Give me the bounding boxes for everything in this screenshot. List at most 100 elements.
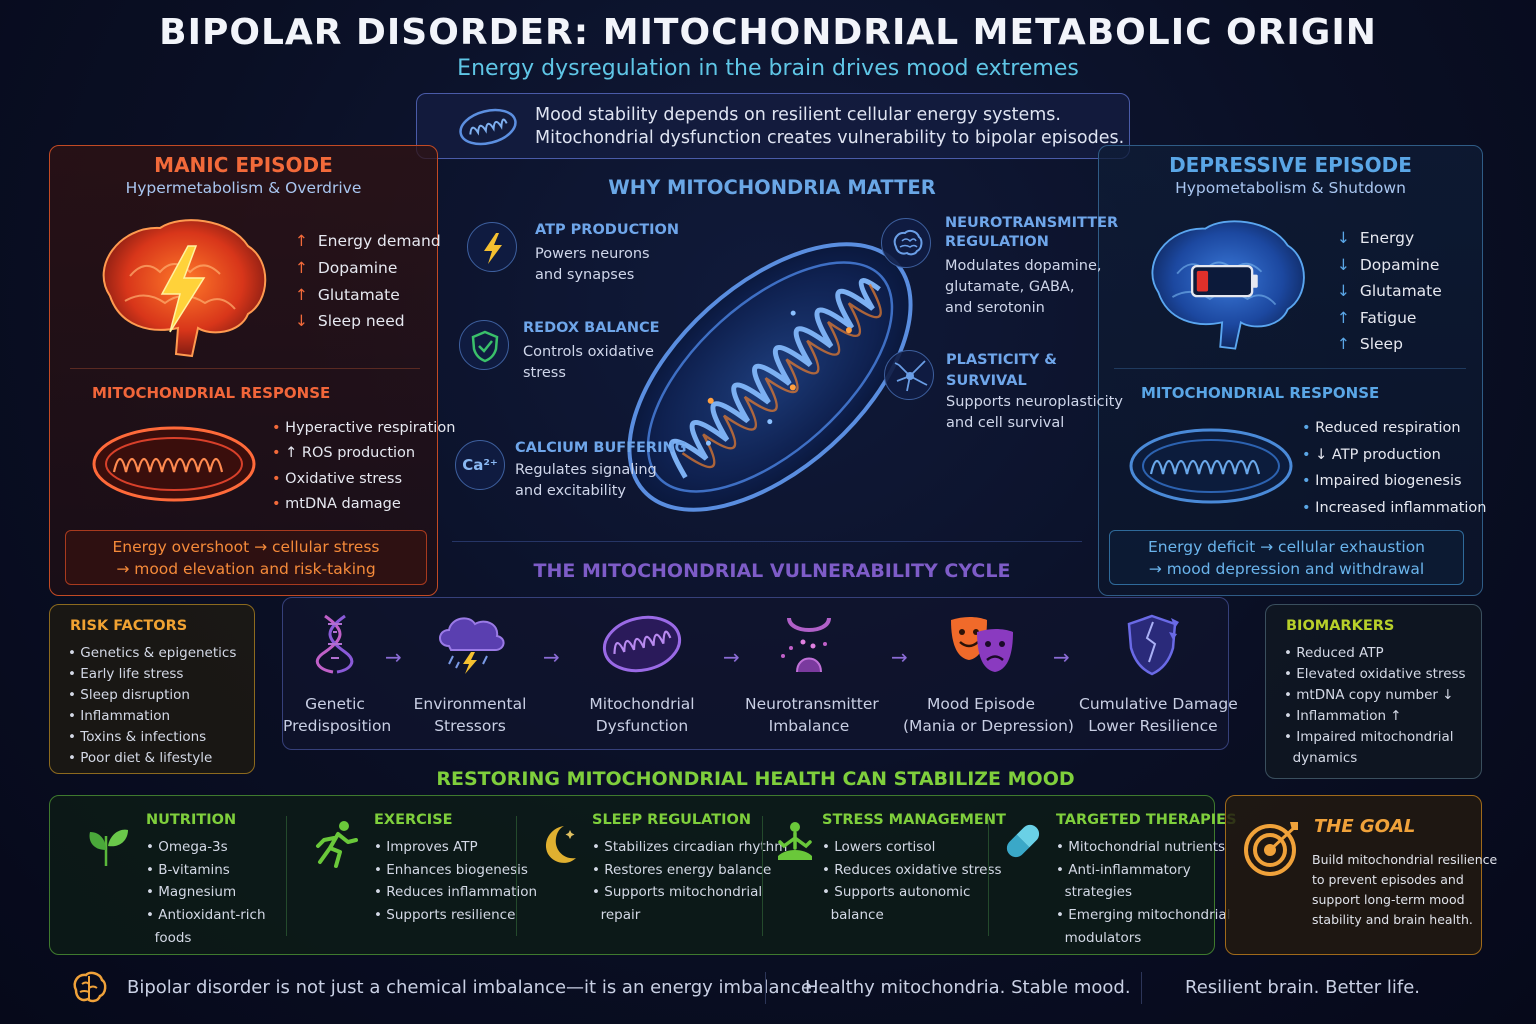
goal-text: Build mitochondrial resilience to preven… [1312,852,1498,927]
list-item: • Inflammation [68,708,171,724]
cycle-arrow: → [543,645,560,669]
depressive-summary: Energy deficit → cellular exhaustion → m… [1109,530,1464,585]
cycle-arrow: → [385,645,402,669]
depressive-divider [1114,368,1466,369]
restore-separator [762,816,763,936]
manic-divider [70,368,420,369]
moon-icon [545,826,576,863]
depressive-marker: ↑ Fatigue [1337,308,1417,327]
storm-cloud-icon [439,617,505,674]
list-item: • Restores energy balance [592,861,772,878]
manic-summary: Energy overshoot → cellular stress → moo… [65,530,427,585]
risk-factors-panel: RISK FACTORS • Genetics & epigenetics • … [49,604,255,774]
footer-separator [1141,972,1142,1004]
intro-line-1: Mood stability depends on resilient cell… [535,105,1061,125]
runner-icon [316,821,358,868]
list-item: • Inflammation ↑ [1284,708,1402,724]
list-item: • Toxins & infections [68,729,207,745]
restore-panel: NUTRITION • Omega-3s • B-vitamins • Magn… [49,795,1237,955]
capsule-icon [1006,824,1040,858]
depressive-markers: ↓ Energy ↓ Dopamine ↓ Glutamate ↑ Fatigu… [1337,225,1442,358]
cracked-shield-icon [1127,614,1179,676]
manic-response-list: • Hyperactive respiration • ↑ ROS produc… [272,416,455,517]
depressive-response-item: • ↓ ATP production [1302,446,1441,463]
synapse-icon [781,617,831,673]
depressive-summary-line-2: → mood depression and withdrawal [1148,560,1425,578]
manic-marker: ↑ Glutamate [295,285,400,304]
list-item: • Poor diet & lifestyle [68,750,213,766]
restore-column-title: NUTRITION [146,812,237,828]
feature-title: REDOX BALANCE [523,320,660,336]
footer-separator [765,972,766,1004]
dim-mitochondrion-icon [1129,428,1293,504]
list-item: strategies [1064,884,1133,901]
list-item: • B-vitamins [146,861,230,878]
manic-subtitle: Hypermetabolism & Overdrive [125,179,362,197]
restore-separator [988,816,989,936]
intro-banner: Mood stability depends on resilient cell… [416,93,1130,159]
restore-separator [286,816,287,936]
list-item: • Omega-3s [146,839,228,855]
list-item: • Genetics & epigenetics [68,645,237,661]
list-item: • Early life stress [68,666,184,682]
manic-marker: ↓ Sleep need [295,312,405,331]
restore-title: RESTORING MITOCHONDRIAL HEALTH CAN STABI… [436,768,1075,790]
list-item: • Reduces oxidative stress [822,861,1002,878]
brain-icon [881,218,931,268]
restore-column-title: TARGETED THERAPIES [1056,812,1237,828]
shield-check-icon [459,320,509,370]
footer-tagline-2: Resilient brain. Better life. [1185,977,1420,998]
brain-footer-icon [73,971,107,1003]
large-mitochondrion-illustration [627,242,913,512]
meditation-icon [778,822,812,860]
manic-marker: ↑ Energy demand [295,232,441,250]
list-item: • Magnesium [146,884,237,901]
restore-column-list: • Improves ATP • Enhances biogenesis • R… [374,836,537,927]
glowing-brain-lightning-icon [102,219,267,358]
cycle-arrow: → [1053,645,1070,669]
list-item: • Elevated oxidative stress [1284,666,1466,682]
depressive-response-title: MITOCHONDRIAL RESPONSE [1141,384,1380,402]
manic-response-item: • ↑ ROS production [272,445,416,462]
restore-separator [516,816,517,936]
feature-title: CALCIUM BUFFERING [515,440,687,456]
list-item: • Emerging mitochondrial [1056,907,1231,924]
list-item: • Supports autonomic [822,884,971,901]
manic-title: MANIC EPISODE [154,153,333,177]
dna-icon [315,614,354,674]
low-battery-brain-icon [1151,220,1305,350]
biomarkers-list: • Reduced ATP • Elevated oxidative stres… [1284,643,1466,769]
manic-marker: ↑ Dopamine [295,258,398,277]
depressive-episode-panel: DEPRESSIVE EPISODE Hypometabolism & Shut… [1098,145,1487,596]
intro-line-2: Mitochondrial dysfunction creates vulner… [535,128,1125,148]
feature-title: PLASTICITY &SURVIVAL [946,352,1057,389]
list-item: • Impaired mitochondrial [1284,729,1454,745]
manic-markers: ↑ Energy demand ↑ Dopamine ↑ Glutamate ↓… [295,228,441,335]
restore-column-list: • Omega-3s • B-vitamins • Magnesium • An… [146,836,266,950]
depressive-marker: ↓ Energy [1337,229,1415,247]
restore-column-title: EXERCISE [374,812,453,828]
cycle-step-label: Mood Episode(Mania or Depression) [903,695,1074,735]
restore-column-list: • Lowers cortisol • Reduces oxidative st… [822,836,1002,927]
cycle-title: THE MITOCHONDRIAL VULNERABILITY CYCLE [533,560,1011,582]
list-item: balance [830,907,884,924]
risk-factors-list: • Genetics & epigenetics • Early life st… [68,643,236,769]
depressive-subtitle: Hypometabolism & Shutdown [1175,179,1406,197]
manic-response-item: • Hyperactive respiration [272,420,456,436]
list-item: • Stabilizes circadian rhythm [592,839,788,855]
list-item: • Supports mitochondrial [592,884,763,901]
list-item: • Enhances biogenesis [374,861,528,878]
list-item: • Antioxidant-rich [146,907,266,924]
neuron-icon [884,350,934,400]
center-divider [452,541,1082,542]
list-item: foods [154,929,192,946]
